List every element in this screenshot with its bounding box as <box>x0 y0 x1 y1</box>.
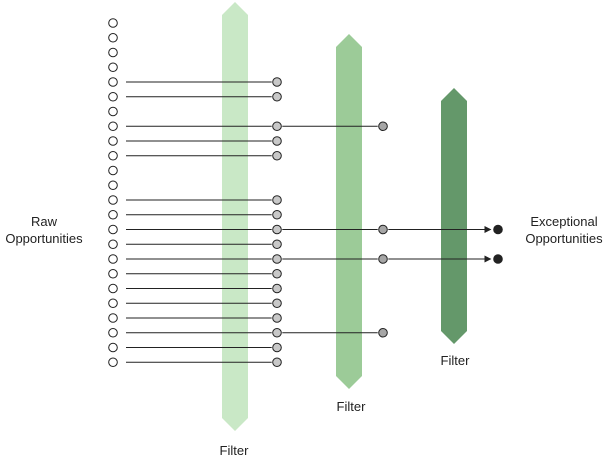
raw-opportunity-dot <box>108 47 118 58</box>
raw-opportunity-dot <box>108 180 118 191</box>
raw-opportunity-dot <box>108 313 118 323</box>
raw-opportunity-dot <box>108 195 118 205</box>
filter1-passed-dot <box>272 224 282 235</box>
raw-opportunity-dot <box>108 342 118 353</box>
raw-label-line2: Opportunities <box>5 231 83 246</box>
raw-opportunity-dot <box>108 121 118 132</box>
connector-lines <box>126 81 492 363</box>
opportunity-dots <box>108 18 503 368</box>
filter1-passed-dot <box>272 313 282 323</box>
exceptional-opportunity-dot <box>493 254 503 264</box>
raw-opportunity-dot <box>108 298 118 309</box>
raw-opportunity-dot <box>108 77 118 87</box>
raw-opportunities-label: Raw Opportunities <box>0 213 88 247</box>
filter-bands <box>222 2 467 431</box>
raw-opportunity-dot <box>108 18 118 28</box>
filter2-passed-dot <box>378 121 388 132</box>
filter1-passed-dot <box>272 357 282 368</box>
raw-opportunity-dot <box>108 268 118 279</box>
raw-opportunity-dot <box>108 150 118 161</box>
raw-opportunity-dot <box>108 106 118 117</box>
filter1-passed-dot <box>272 77 282 87</box>
filter1-passed-dot <box>272 342 282 353</box>
filter1-passed-dot <box>272 121 282 132</box>
filter1-passed-dot <box>272 195 282 205</box>
filter1-passed-dot <box>272 268 282 279</box>
filter-3-label: Filter <box>440 353 470 368</box>
filter1-passed-dot <box>272 254 282 264</box>
filter-1-band <box>222 2 248 431</box>
raw-opportunity-dot <box>108 254 118 264</box>
raw-opportunity-dot <box>108 357 118 368</box>
filter1-passed-dot <box>272 136 282 146</box>
filter-1-label: Filter <box>219 443 249 458</box>
exceptional-opportunity-dot <box>493 224 503 235</box>
filter1-passed-dot <box>272 91 282 102</box>
exceptional-label-line1: Exceptional <box>530 214 598 229</box>
filter2-passed-dot <box>378 254 388 264</box>
raw-opportunity-dot <box>108 209 118 220</box>
raw-opportunity-dot <box>108 62 118 73</box>
filter1-passed-dot <box>272 209 282 220</box>
raw-opportunity-dot <box>108 239 118 250</box>
filter1-passed-dot <box>272 327 282 338</box>
raw-opportunity-dot <box>108 224 118 235</box>
exceptional-opportunities-label: Exceptional Opportunities <box>522 213 606 247</box>
raw-opportunity-dot <box>108 136 118 146</box>
filter1-passed-dot <box>272 150 282 161</box>
raw-opportunity-dot <box>108 283 118 294</box>
raw-opportunity-dot <box>108 165 118 176</box>
raw-label-line1: Raw <box>30 214 57 229</box>
filter1-passed-dot <box>272 298 282 309</box>
filter1-passed-dot <box>272 239 282 250</box>
filter1-passed-dot <box>272 283 282 294</box>
raw-opportunity-dot <box>108 327 118 338</box>
raw-opportunity-dot <box>108 32 118 43</box>
filter2-passed-dot <box>378 224 388 235</box>
filter2-passed-dot <box>378 327 388 338</box>
exceptional-label-line2: Opportunities <box>525 231 603 246</box>
filter-3-band <box>441 88 467 344</box>
raw-opportunity-dot <box>108 91 118 102</box>
filter-2-band <box>336 34 362 389</box>
filter-2-label: Filter <box>336 399 366 414</box>
